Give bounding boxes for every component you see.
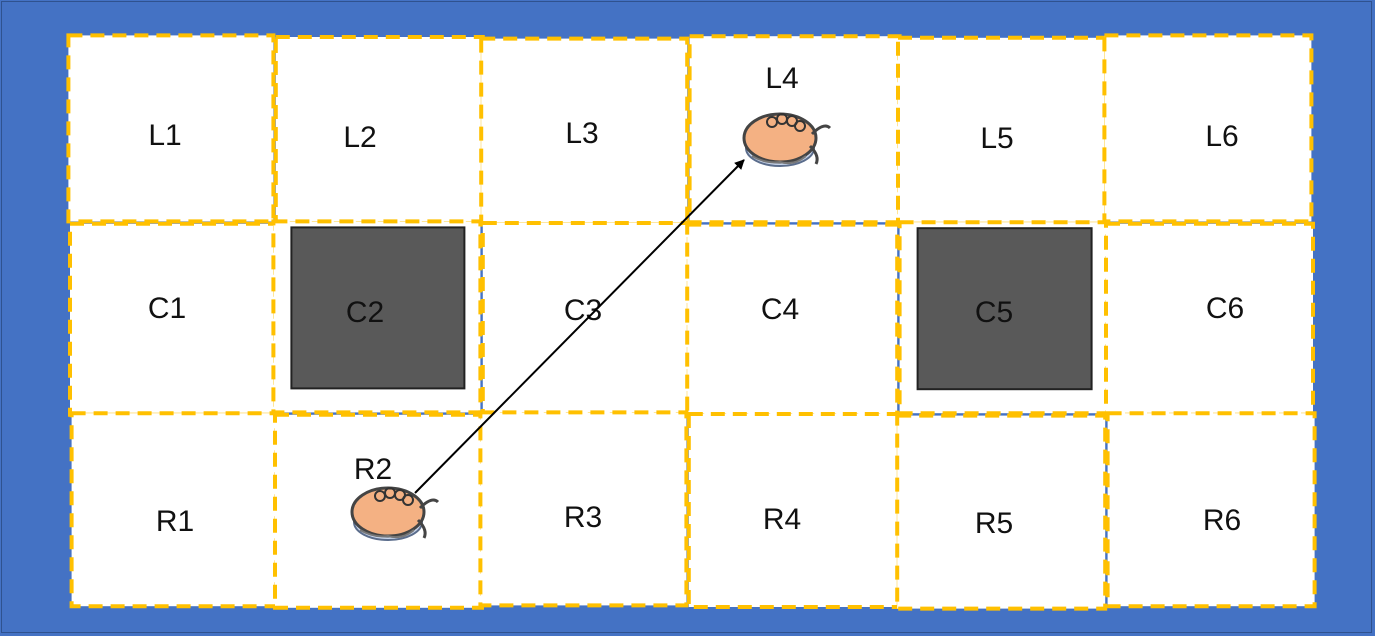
grid-cell-r1 xyxy=(69,411,279,609)
cell-label-c1: C1 xyxy=(148,292,186,325)
cell-label-c4: C4 xyxy=(761,293,799,326)
grid-cell-c1 xyxy=(68,221,277,417)
cell-label-r4: R4 xyxy=(763,503,801,536)
grid-cell-l6 xyxy=(1102,33,1314,224)
grid-cell-r3 xyxy=(478,410,689,608)
obstacle-c5 xyxy=(916,227,1093,391)
cell-label-r6: R6 xyxy=(1203,504,1241,537)
cell-label-c2: C2 xyxy=(346,296,384,329)
cell-label-l4: L4 xyxy=(765,62,798,95)
cell-label-r3: R3 xyxy=(564,501,602,534)
cell-label-r2: R2 xyxy=(354,453,392,486)
obstacle-c2 xyxy=(290,226,466,390)
grid-cell-l1 xyxy=(66,33,276,224)
grid-cell-c6 xyxy=(1104,221,1315,417)
grid-cell-l3 xyxy=(479,36,690,227)
cell-label-r5: R5 xyxy=(975,507,1013,540)
cell-label-l5: L5 xyxy=(980,122,1013,155)
cell-label-l2: L2 xyxy=(343,121,376,154)
grid-cell-r6 xyxy=(1105,411,1317,609)
grid-cell-l2 xyxy=(273,35,485,225)
grid-cell-r5 xyxy=(895,413,1108,611)
cell-label-l1: L1 xyxy=(148,119,181,152)
grid-cell-r4 xyxy=(686,412,901,609)
cell-label-l6: L6 xyxy=(1205,120,1238,153)
cell-label-c6: C6 xyxy=(1206,292,1244,325)
move-arrow xyxy=(414,159,745,494)
cell-label-c5: C5 xyxy=(975,296,1013,329)
grid-cell-l5 xyxy=(896,35,1108,226)
cell-label-r1: R1 xyxy=(156,505,194,538)
cell-label-l3: L3 xyxy=(565,117,598,150)
grid-cell-c3 xyxy=(480,221,691,416)
